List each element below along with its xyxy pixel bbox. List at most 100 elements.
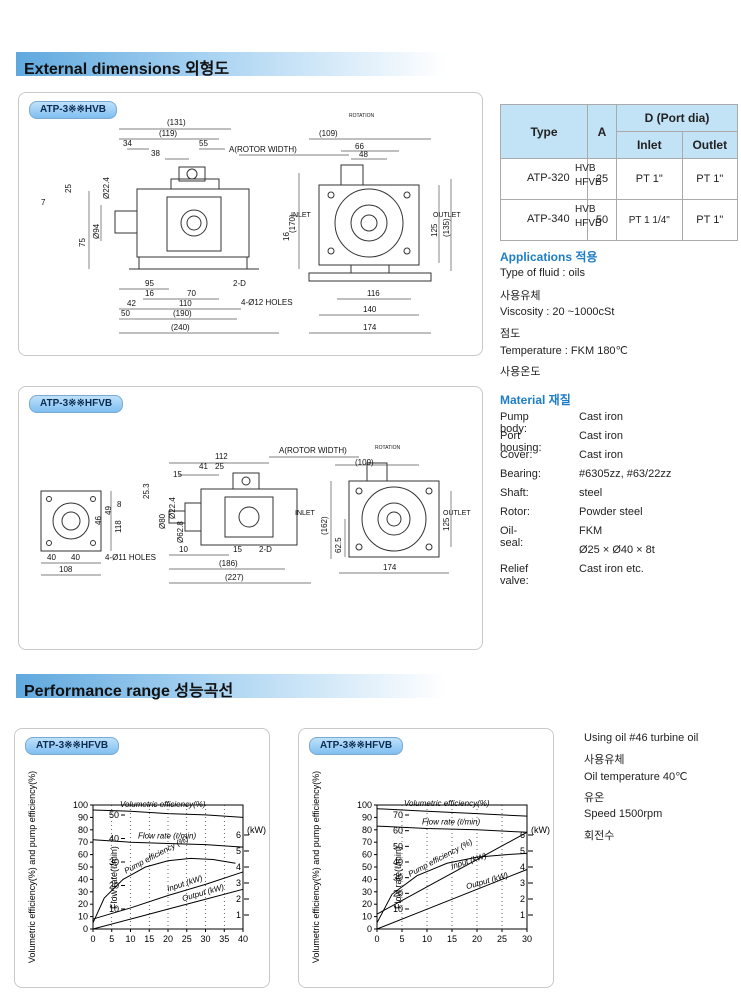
outlet-value: PT 1" xyxy=(681,199,739,241)
dim-label: 25 xyxy=(215,462,224,471)
kw-tick-label: 3 xyxy=(236,878,241,888)
y-tick-label: 100 xyxy=(357,800,372,810)
chart-label: ATP-3※※HFVB xyxy=(309,737,404,755)
material-title: Material 재질 xyxy=(500,393,571,407)
series-line xyxy=(92,839,244,848)
base-foot xyxy=(138,256,248,270)
kw-tick-label: 1 xyxy=(520,910,525,920)
y-tick-label: 100 xyxy=(73,800,88,810)
y-axis-label: Volumetric efficiency(%) and pump effici… xyxy=(27,771,37,963)
x-tick-label: 25 xyxy=(497,934,507,944)
dim-label: 174 xyxy=(383,563,397,572)
header-d: D (Port dia) xyxy=(616,104,738,132)
dim-label: 49 xyxy=(104,506,113,515)
outlet-value: PT 1" xyxy=(681,158,739,200)
dim-label: 108 xyxy=(59,565,73,574)
x-tick-label: 5 xyxy=(399,934,404,944)
chart-label: ATP-3※※HFVB xyxy=(25,737,120,755)
dim-label: 4-Ø11 HOLES xyxy=(105,553,156,562)
model-label: ATP-3※※HVB xyxy=(29,101,118,119)
drawing-panel-hvb: ATP-3※※HVB xyxy=(18,92,483,356)
material-key: Oil-seal: xyxy=(500,525,524,549)
material-value: Cast iron xyxy=(579,449,624,461)
dim-label: (186) xyxy=(219,559,238,568)
dim-label: Ø22.4 xyxy=(102,177,111,199)
x-tick-label: 35 xyxy=(219,934,229,944)
application-line: 점도 xyxy=(500,328,521,340)
dim-label: 174 xyxy=(363,323,377,332)
x-tick-label: 10 xyxy=(422,934,432,944)
flow-tick-label: 50 xyxy=(109,810,119,820)
series-line xyxy=(92,871,244,920)
dim-label: 55 xyxy=(199,139,208,148)
x-tick-label: 0 xyxy=(90,934,95,944)
material-value: Cast iron xyxy=(579,430,624,442)
dim-label: 41 xyxy=(199,462,208,471)
model-name: ATP-340 xyxy=(527,213,570,225)
shaft xyxy=(168,510,186,524)
material-value: Powder steel xyxy=(579,506,643,518)
dim-label: 118 xyxy=(114,520,123,533)
series-label: Flow rate (ℓ/min) xyxy=(138,831,196,840)
y-tick-label: 0 xyxy=(83,924,88,934)
x-tick-label: 10 xyxy=(125,934,135,944)
flow-tick-label: 40 xyxy=(109,834,119,844)
y-tick-label: 60 xyxy=(362,850,372,860)
applications-title: Applications 적용 xyxy=(500,250,598,264)
flow-tick-label: 20 xyxy=(393,888,403,898)
series-label: Volumetric efficiency(%) xyxy=(404,799,490,808)
flow-tick-label: 10 xyxy=(109,904,119,914)
kw-axis-label: (kW) xyxy=(531,825,550,835)
dim-label: 16 xyxy=(282,232,291,241)
kw-tick-label: 2 xyxy=(236,894,241,904)
dim-label: 116 xyxy=(367,289,380,298)
series-line xyxy=(376,852,528,924)
x-tick-label: 15 xyxy=(144,934,154,944)
dim-label: 4-Ø12 HOLES xyxy=(241,298,293,307)
kw-tick-label: 4 xyxy=(236,862,241,872)
dim-label: (135) xyxy=(442,218,451,237)
series-line xyxy=(376,825,528,833)
performance-note: 유온 xyxy=(584,792,605,804)
material-key: Relief valve: xyxy=(500,563,529,587)
relief-valve xyxy=(178,166,206,182)
pump-body-front xyxy=(318,184,420,266)
flow-axis-label: Flow rate(ℓ/min) xyxy=(393,846,403,909)
dim-label: A(ROTOR WIDTH) xyxy=(229,145,297,154)
x-tick-label: 20 xyxy=(472,934,482,944)
dimension-drawing: (131) (119) 34 38 55 A(ROTOR WIDTH) (109… xyxy=(41,113,461,334)
application-line: 사용온도 xyxy=(500,366,541,378)
y-tick-label: 10 xyxy=(362,912,372,922)
dim-label: 125 xyxy=(430,223,439,237)
flow-axis-label: Flow rate(ℓ/min) xyxy=(109,846,119,909)
application-line: 사용유체 xyxy=(500,290,541,302)
dim-label: Ø62.8 xyxy=(176,521,185,543)
x-tick-label: 30 xyxy=(522,934,532,944)
y-tick-label: 70 xyxy=(78,837,88,847)
dim-label: (109) xyxy=(355,458,374,467)
material-value: Ø25 × Ø40 × 8t xyxy=(579,544,655,556)
material-key: Cover: xyxy=(500,449,533,461)
dim-label: OUTLET xyxy=(433,212,461,219)
relief-valve xyxy=(232,472,260,490)
dim-label: 42 xyxy=(127,299,136,308)
material-key: Port housing: xyxy=(500,430,542,454)
application-line: Temperature : FKM 180℃ xyxy=(500,345,628,357)
variant: HVB xyxy=(575,163,596,174)
section-banner-external: External dimensions 외형도 xyxy=(16,52,446,78)
flow-tick-label: 10 xyxy=(393,904,403,914)
variant: HFVB xyxy=(575,177,602,188)
y-tick-label: 70 xyxy=(362,837,372,847)
inlet-value: PT 1 1/4" xyxy=(616,199,683,241)
spec-table: Type A D (Port dia) Inlet Outlet ATP-320… xyxy=(500,104,739,241)
application-line: Type of fluid : oils xyxy=(500,267,585,279)
dim-label: 40 xyxy=(71,553,80,562)
material-value: Cast iron xyxy=(579,411,624,423)
dim-label: (227) xyxy=(225,573,244,582)
y-tick-label: 40 xyxy=(78,874,88,884)
flow-tick-label: 30 xyxy=(393,873,403,883)
dim-label: INLET xyxy=(295,510,316,517)
